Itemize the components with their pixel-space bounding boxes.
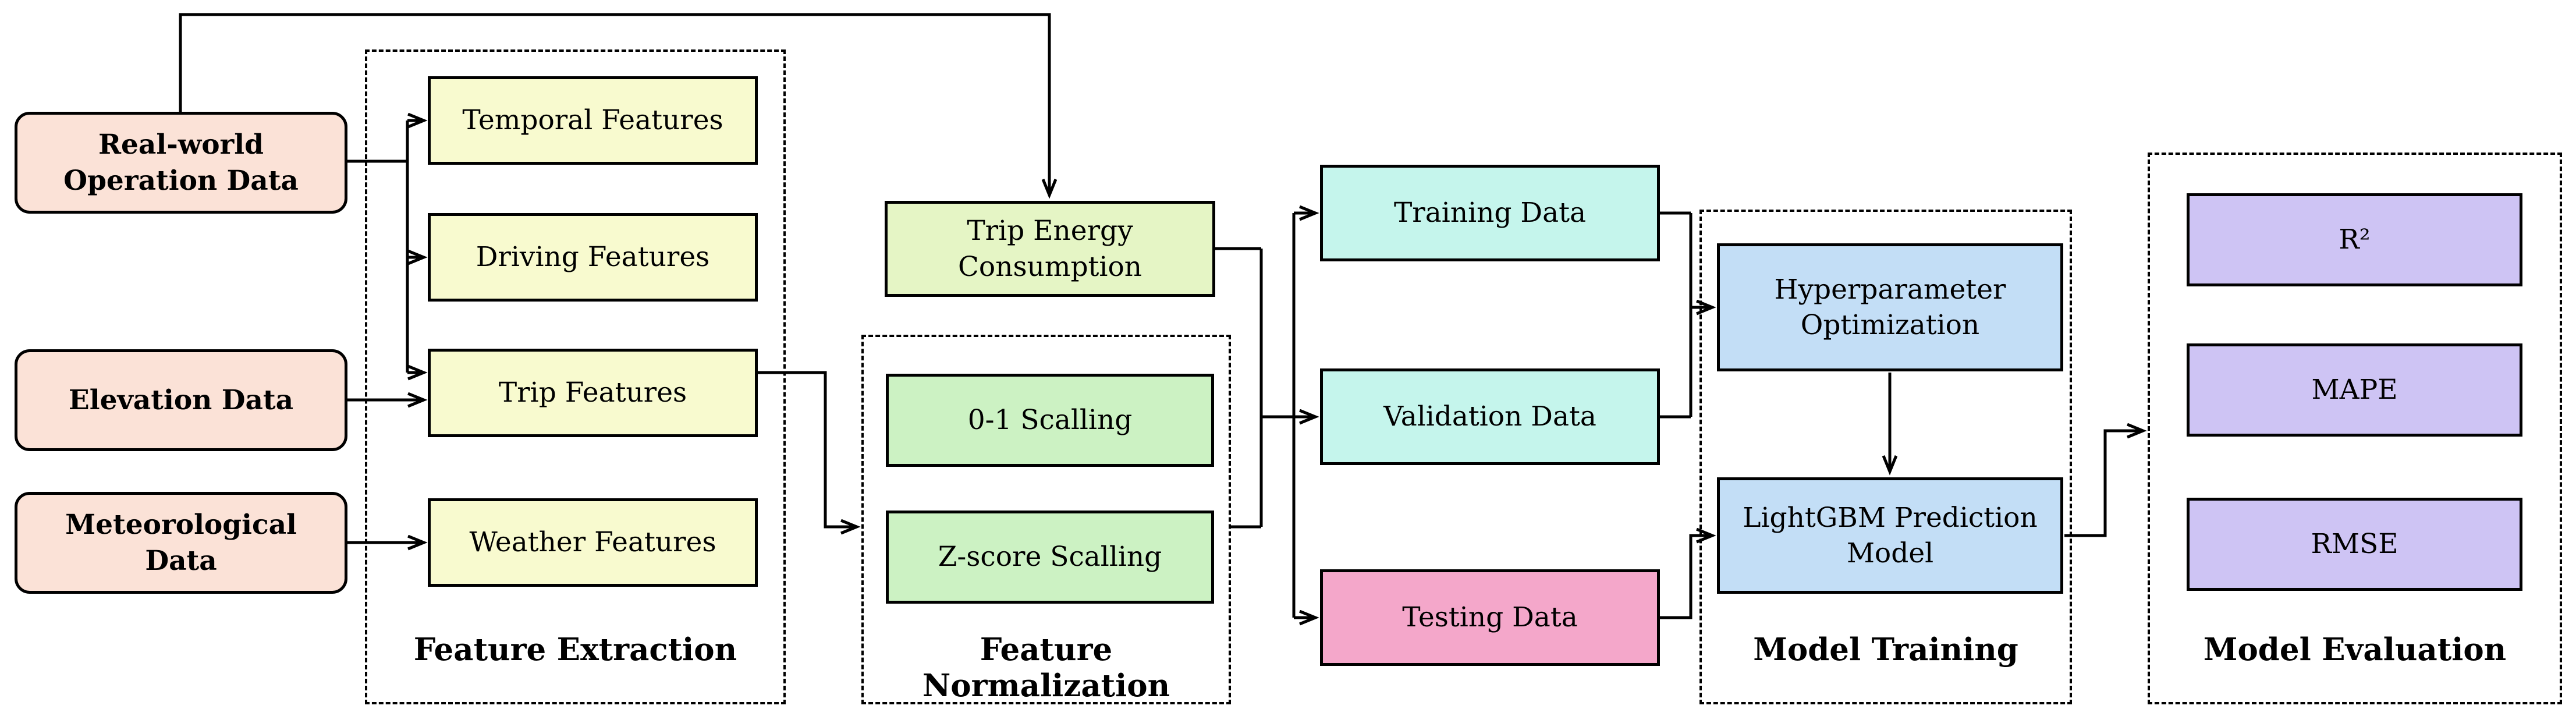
node-z-score-scaling: Z-score Scalling (886, 511, 1214, 604)
node-testing-data: Testing Data (1320, 569, 1660, 666)
node-label: Z-score Scalling (938, 541, 1162, 573)
node-trip-features: Trip Features (428, 349, 758, 437)
node-hyperparameter-optimization: Hyperparameter Optimization (1717, 243, 2063, 371)
node-training-data: Training Data (1320, 165, 1660, 261)
node-validation-data: Validation Data (1320, 368, 1660, 465)
node-lightgbm-prediction-model: LightGBM Prediction Model (1717, 477, 2063, 594)
label-feature-normalization: Feature Normalization (922, 632, 1170, 704)
label-model-training: Model Training (1753, 632, 2018, 668)
node-label: Real-world Operation Data (63, 129, 299, 197)
node-mape: MAPE (2187, 343, 2522, 437)
node-elevation-data: Elevation Data (15, 349, 347, 451)
node-weather-features: Weather Features (428, 498, 758, 587)
node-label: Hyperparameter Optimization (1774, 273, 2006, 341)
node-label: Training Data (1393, 197, 1587, 229)
node-rmse: RMSE (2187, 498, 2522, 591)
label-feature-extraction: Feature Extraction (413, 632, 737, 668)
group-model-evaluation (2148, 153, 2562, 704)
wire-lightgbm-to-evaluation (2064, 431, 2143, 537)
wire-realworld-to-tripenergy (179, 13, 1049, 195)
node-meteorological-data: Meteorological Data (15, 492, 347, 594)
node-label: Testing Data (1402, 601, 1578, 634)
node-r-squared: R² (2187, 193, 2522, 286)
group-model-training (1699, 210, 2072, 704)
node-temporal-features: Temporal Features (428, 76, 758, 165)
node-real-world-operation-data: Real-world Operation Data (15, 112, 347, 214)
node-trip-energy-consumption: Trip Energy Consumption (885, 201, 1215, 297)
node-label: Temporal Features (462, 104, 723, 137)
node-label: Driving Features (476, 241, 710, 274)
node-driving-features: Driving Features (428, 213, 758, 302)
node-label: Trip Features (498, 377, 687, 409)
node-label: 0-1 Scalling (967, 404, 1133, 437)
group-feature-extraction (365, 49, 786, 704)
node-0-1-scaling: 0-1 Scalling (886, 374, 1214, 467)
wire-fe-to-fn (758, 371, 857, 527)
node-label: Validation Data (1383, 400, 1596, 433)
node-label: RMSE (2311, 528, 2398, 561)
node-label: Meteorological Data (65, 509, 297, 577)
node-label: MAPE (2311, 374, 2398, 406)
node-label: R² (2339, 224, 2371, 256)
node-label: Elevation Data (68, 384, 294, 416)
group-feature-normalization (861, 335, 1231, 704)
node-label: LightGBM Prediction Model (1743, 501, 2038, 569)
node-label: Weather Features (469, 526, 716, 559)
node-label: Trip Energy Consumption (957, 215, 1142, 283)
label-model-evaluation: Model Evaluation (2203, 632, 2507, 668)
